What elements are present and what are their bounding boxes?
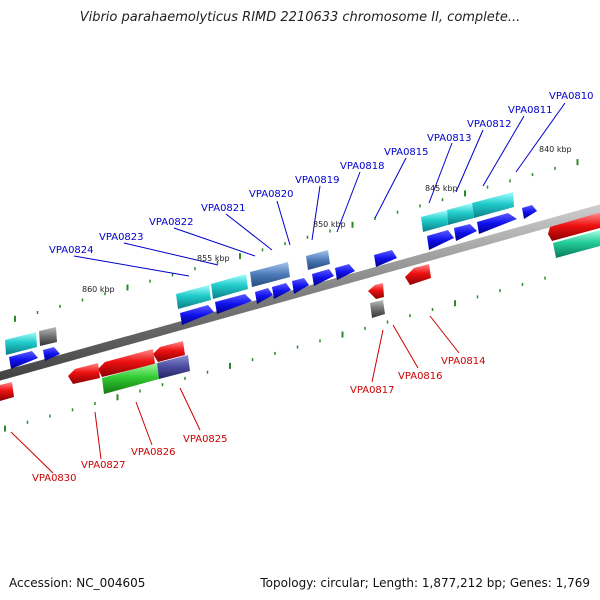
gene-vpa0823[interactable]: [215, 294, 252, 314]
gene-vpa0821[interactable]: [255, 288, 273, 304]
gene-label[interactable]: VPA0818: [340, 161, 385, 172]
gene-label[interactable]: VPA0825: [183, 434, 228, 445]
gene-vpa0816[interactable]: [368, 283, 384, 299]
gene-vpa0812[interactable]: [522, 205, 537, 219]
gene-vpa0811[interactable]: [553, 230, 600, 258]
gene-label[interactable]: VPA0824: [49, 245, 94, 256]
gene-label[interactable]: VPA0811: [508, 105, 553, 116]
gene-vpa0820b[interactable]: [292, 278, 309, 294]
gene-vpa0815c[interactable]: [427, 230, 454, 250]
gene-label[interactable]: VPA0827: [81, 460, 126, 471]
gene-vpa0817[interactable]: [370, 300, 385, 318]
gene-vpa0822[interactable]: [211, 274, 248, 299]
forward-genes: [5, 192, 600, 369]
scale-ticks: [4, 159, 579, 432]
gene-label[interactable]: VPA0815: [384, 147, 429, 158]
gene-far-left-2[interactable]: [39, 327, 57, 346]
gene-label[interactable]: VPA0817: [350, 385, 395, 396]
gene-vpa0826-green[interactable]: [102, 363, 159, 394]
gene-vpa0813c[interactable]: [421, 210, 448, 232]
gene-vpa0827[interactable]: [68, 363, 100, 384]
gene-vpa0815b[interactable]: [454, 224, 477, 241]
gene-far-left-1[interactable]: [5, 332, 37, 355]
gene-label[interactable]: VPA0823: [99, 232, 144, 243]
gene-label[interactable]: VPA0826: [131, 447, 176, 458]
gene-vpa0818[interactable]: [306, 250, 330, 270]
gene-labels-top: VPA0810 VPA0811 VPA0812 VPA0813 VPA0815 …: [49, 91, 594, 256]
gene-vpa0825-navy[interactable]: [157, 355, 190, 379]
gene-vpa0813b[interactable]: [447, 203, 474, 225]
chromosome-backbone: [0, 204, 600, 381]
gene-far-left-4[interactable]: [43, 347, 60, 361]
gene-vpa0819[interactable]: [312, 269, 334, 286]
scale-label: 845 kbp: [425, 184, 458, 193]
gene-label[interactable]: VPA0821: [201, 203, 246, 214]
gene-vpa0820[interactable]: [250, 262, 290, 287]
gene-label[interactable]: VPA0814: [441, 356, 486, 367]
gene-vpa0825[interactable]: [153, 341, 185, 362]
gene-labels-bottom: VPA0814 VPA0816 VPA0817 VPA0825 VPA0826 …: [32, 356, 486, 484]
gene-label[interactable]: VPA0810: [549, 91, 594, 102]
reverse-genes: [0, 264, 431, 401]
gene-label[interactable]: VPA0812: [467, 119, 512, 130]
gene-vpa0826[interactable]: [98, 349, 155, 377]
gene-vpa0817-fwd[interactable]: [374, 250, 397, 267]
scale-label: 850 kbp: [313, 220, 346, 229]
gene-label[interactable]: VPA0813: [427, 133, 472, 144]
gene-vpa0815[interactable]: [477, 213, 517, 234]
gene-vpa0814[interactable]: [405, 264, 431, 285]
gene-vpa0830[interactable]: [0, 382, 14, 401]
gene-label[interactable]: VPA0822: [149, 217, 194, 228]
accession-text: Accession: NC_004605: [9, 576, 146, 590]
gene-far-left-3[interactable]: [9, 351, 38, 369]
gene-label[interactable]: VPA0820: [249, 189, 294, 200]
gene-vpa0810[interactable]: [548, 213, 600, 241]
gene-vpa0824[interactable]: [176, 285, 211, 309]
topology-text: Topology: circular; Length: 1,877,212 bp…: [260, 576, 590, 590]
scale-label: 860 kbp: [82, 285, 115, 294]
gene-label[interactable]: VPA0830: [32, 473, 77, 484]
gene-vpa0824b[interactable]: [180, 305, 214, 325]
callout-lines: [10, 102, 566, 474]
gene-label[interactable]: VPA0816: [398, 371, 443, 382]
gene-vpa0820c[interactable]: [272, 283, 291, 299]
gene-vpa0813[interactable]: [472, 192, 514, 218]
scale-label: 840 kbp: [539, 145, 572, 154]
map-title: Vibrio parahaemolyticus RIMD 2210633 chr…: [79, 10, 521, 25]
scale-label: 855 kbp: [197, 254, 230, 263]
gene-vpa0818b[interactable]: [335, 264, 355, 280]
gene-label[interactable]: VPA0819: [295, 175, 340, 186]
scale-labels: 840 kbp 845 kbp 850 kbp 855 kbp 860 kbp: [82, 145, 572, 294]
